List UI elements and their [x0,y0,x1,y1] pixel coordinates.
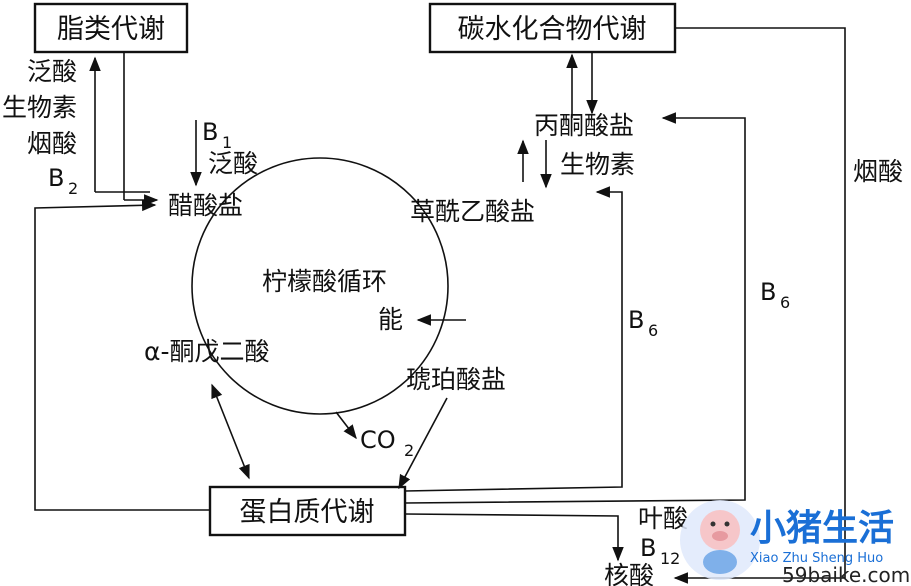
biotin-label: 生物素 [2,93,77,122]
nucleic-acid-label: 核酸 [604,561,654,586]
watermark-pinyin: Xiao Zhu Sheng Huo [750,551,883,566]
ketoglutarate-label: α-酮戊二酸 [144,337,270,366]
svg-text:B: B [628,306,644,334]
svg-text:CO: CO [360,426,396,454]
pyruvate-biotin-label: 生物素 [560,150,635,179]
pig-mascot-icon [680,500,760,580]
ketoglutarate-protein-arrows [211,383,250,480]
carbohydrate-metabolism-box: 碳水化合物代谢 [428,2,677,54]
co2-arrow [335,411,357,440]
b1-label: B 1 [202,118,232,152]
watermark-url: 59baike.com [782,563,910,586]
protein-nucleic-arrow [404,513,624,562]
carb-pyruvate-arrows [566,52,598,118]
lipid-metabolism-box: 脂类代谢 [33,2,189,54]
watermark-brand: 小猪生活 [750,508,894,549]
protein-metabolism-box: 蛋白质代谢 [208,485,407,537]
citric-acid-cycle-circle [191,157,449,415]
protein-acetate-loop [34,199,210,511]
carb-nucleic-loop [673,27,846,584]
b12-label: B 12 [640,534,680,568]
protein-pyruvate-loop [404,112,746,504]
svg-text:2: 2 [68,179,78,198]
carbohydrate-metabolism-label: 碳水化合物代谢 [458,14,647,45]
pantothenic-acid-label-2: 泛酸 [208,149,258,178]
protein-oxaloacetate-loop [404,186,623,492]
succinate-label: 琥珀酸盐 [406,365,506,394]
svg-text:2: 2 [404,441,414,460]
svg-text:6: 6 [780,293,790,312]
succinate-protein-arrow [398,397,448,490]
protein-metabolism-label: 蛋白质代谢 [240,497,375,528]
folic-acid-label: 叶酸 [638,504,688,533]
citric-acid-cycle-label: 柠檬酸循环 [262,267,387,296]
watermark: 小猪生活 Xiao Zhu Sheng Huo 59baike.com [680,500,910,586]
oxaloacetate-label: 草酰乙酸盐 [410,197,535,226]
lipid-metabolism-label: 脂类代谢 [57,14,165,45]
svg-text:B: B [48,164,64,192]
acetate-label: 醋酸盐 [168,191,243,220]
pyruvate-label: 丙酮酸盐 [534,111,634,140]
svg-text:B: B [202,118,218,146]
co2-label: CO 2 [360,426,414,460]
svg-text:6: 6 [648,321,658,340]
b2-label: B 2 [48,164,78,198]
b6-right-label: B 6 [628,306,658,340]
energy-label: 能 [378,305,403,334]
pyruvate-oxaloacetate-arrows [517,139,552,189]
svg-text:B: B [760,278,776,306]
lipid-acetate-arrows [89,52,159,206]
pantothenic-acid-label: 泛酸 [27,57,77,86]
svg-text:12: 12 [660,549,680,568]
niacin-far-label: 烟酸 [853,157,903,186]
b6-far-label: B 6 [760,278,790,312]
svg-text:B: B [640,534,656,562]
svg-text:1: 1 [222,133,232,152]
niacin-label: 烟酸 [27,129,77,158]
